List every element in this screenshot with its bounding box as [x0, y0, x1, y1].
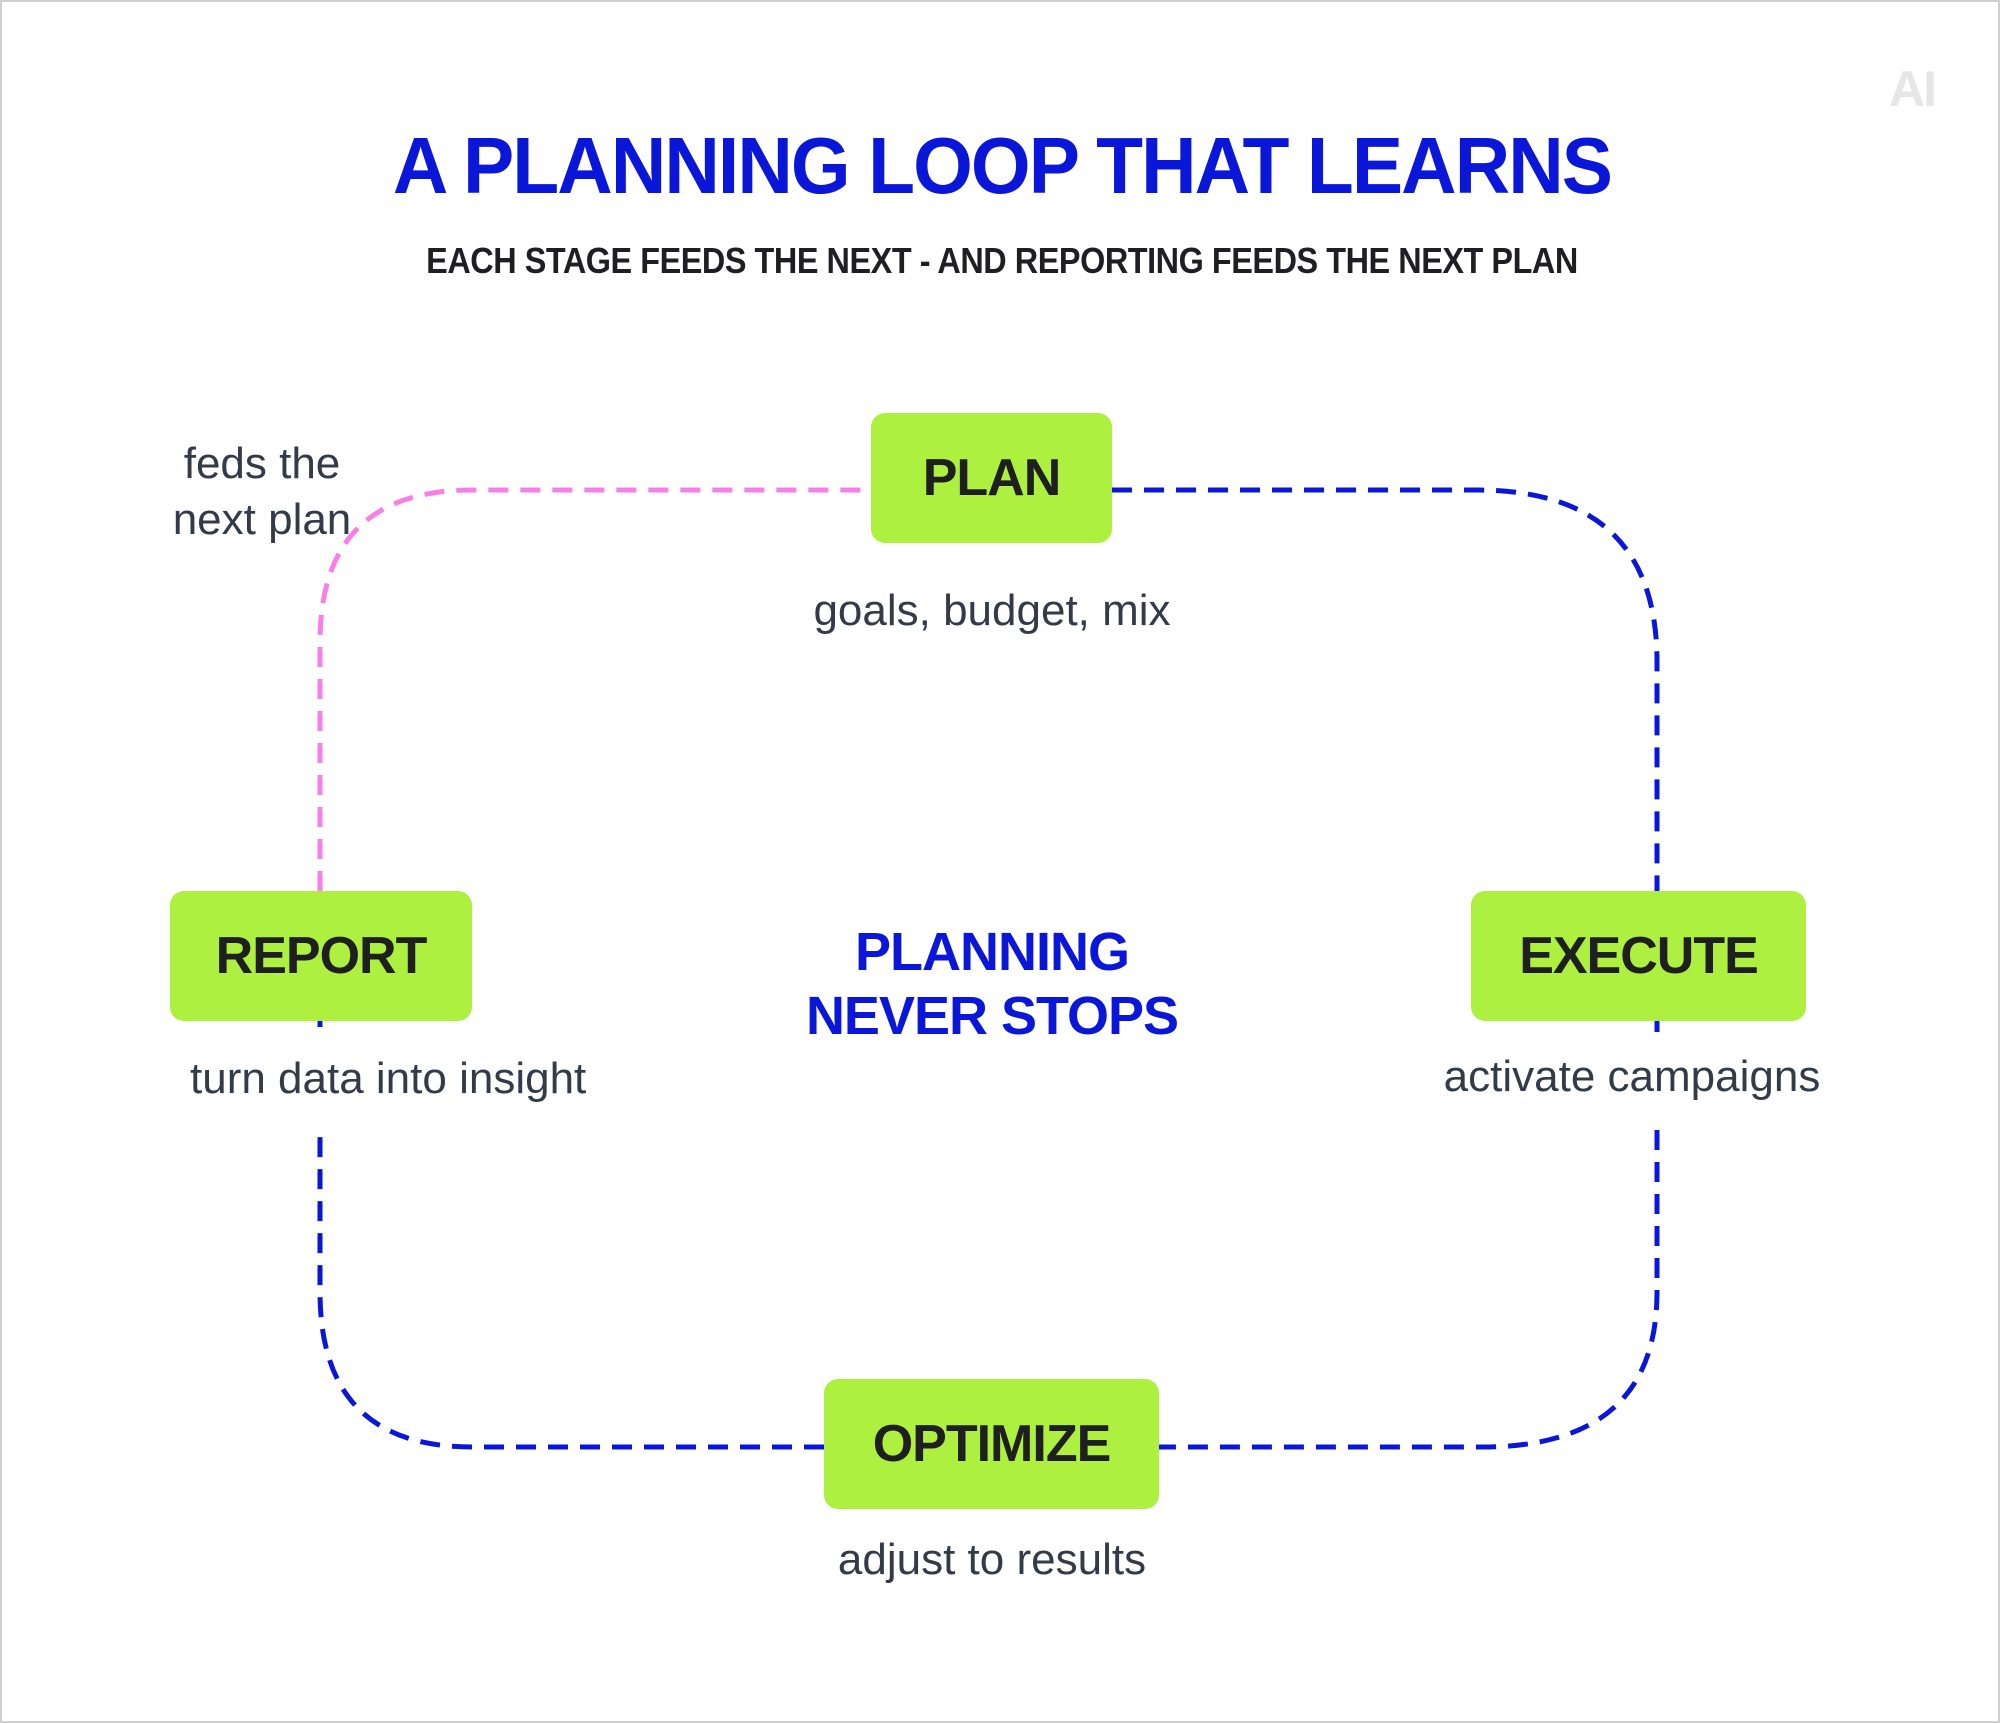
- stage-plan-caption: goals, budget, mix: [813, 586, 1171, 635]
- stage-execute-caption: activate campaigns: [1443, 1052, 1821, 1101]
- stage-execute-box: EXECUTE: [1471, 891, 1806, 1021]
- center-message: PLANNING NEVER STOPS: [702, 920, 1282, 1048]
- feedback-note-line-1: feds the: [183, 439, 341, 488]
- diagram-title: A PLANNING LOOP THAT LEARNS: [392, 121, 1613, 210]
- stage-report-caption: turn data into insight: [190, 1054, 587, 1103]
- stage-optimize-box: OPTIMIZE: [824, 1379, 1159, 1509]
- brand-logo: AI: [1889, 61, 1937, 117]
- stage-plan-box: PLAN: [871, 413, 1112, 543]
- connector-execute-to-optimize: [1159, 1021, 1660, 1450]
- diagram-subtitle: EACH STAGE FEEDS THE NEXT - AND REPORTIN…: [426, 240, 1578, 281]
- feedback-note: feds the next plan: [152, 436, 372, 548]
- connector-optimize-to-report: [317, 1021, 824, 1450]
- stage-report-box: REPORT: [170, 891, 472, 1021]
- center-message-line-1: PLANNING: [855, 922, 1130, 982]
- connector-plan-to-execute: [1112, 487, 1660, 891]
- feedback-note-line-2: next plan: [172, 495, 352, 544]
- feedback-connector-report-to-plan: [317, 487, 871, 891]
- center-message-line-2: NEVER STOPS: [805, 986, 1179, 1046]
- stage-optimize-caption: adjust to results: [837, 1535, 1147, 1584]
